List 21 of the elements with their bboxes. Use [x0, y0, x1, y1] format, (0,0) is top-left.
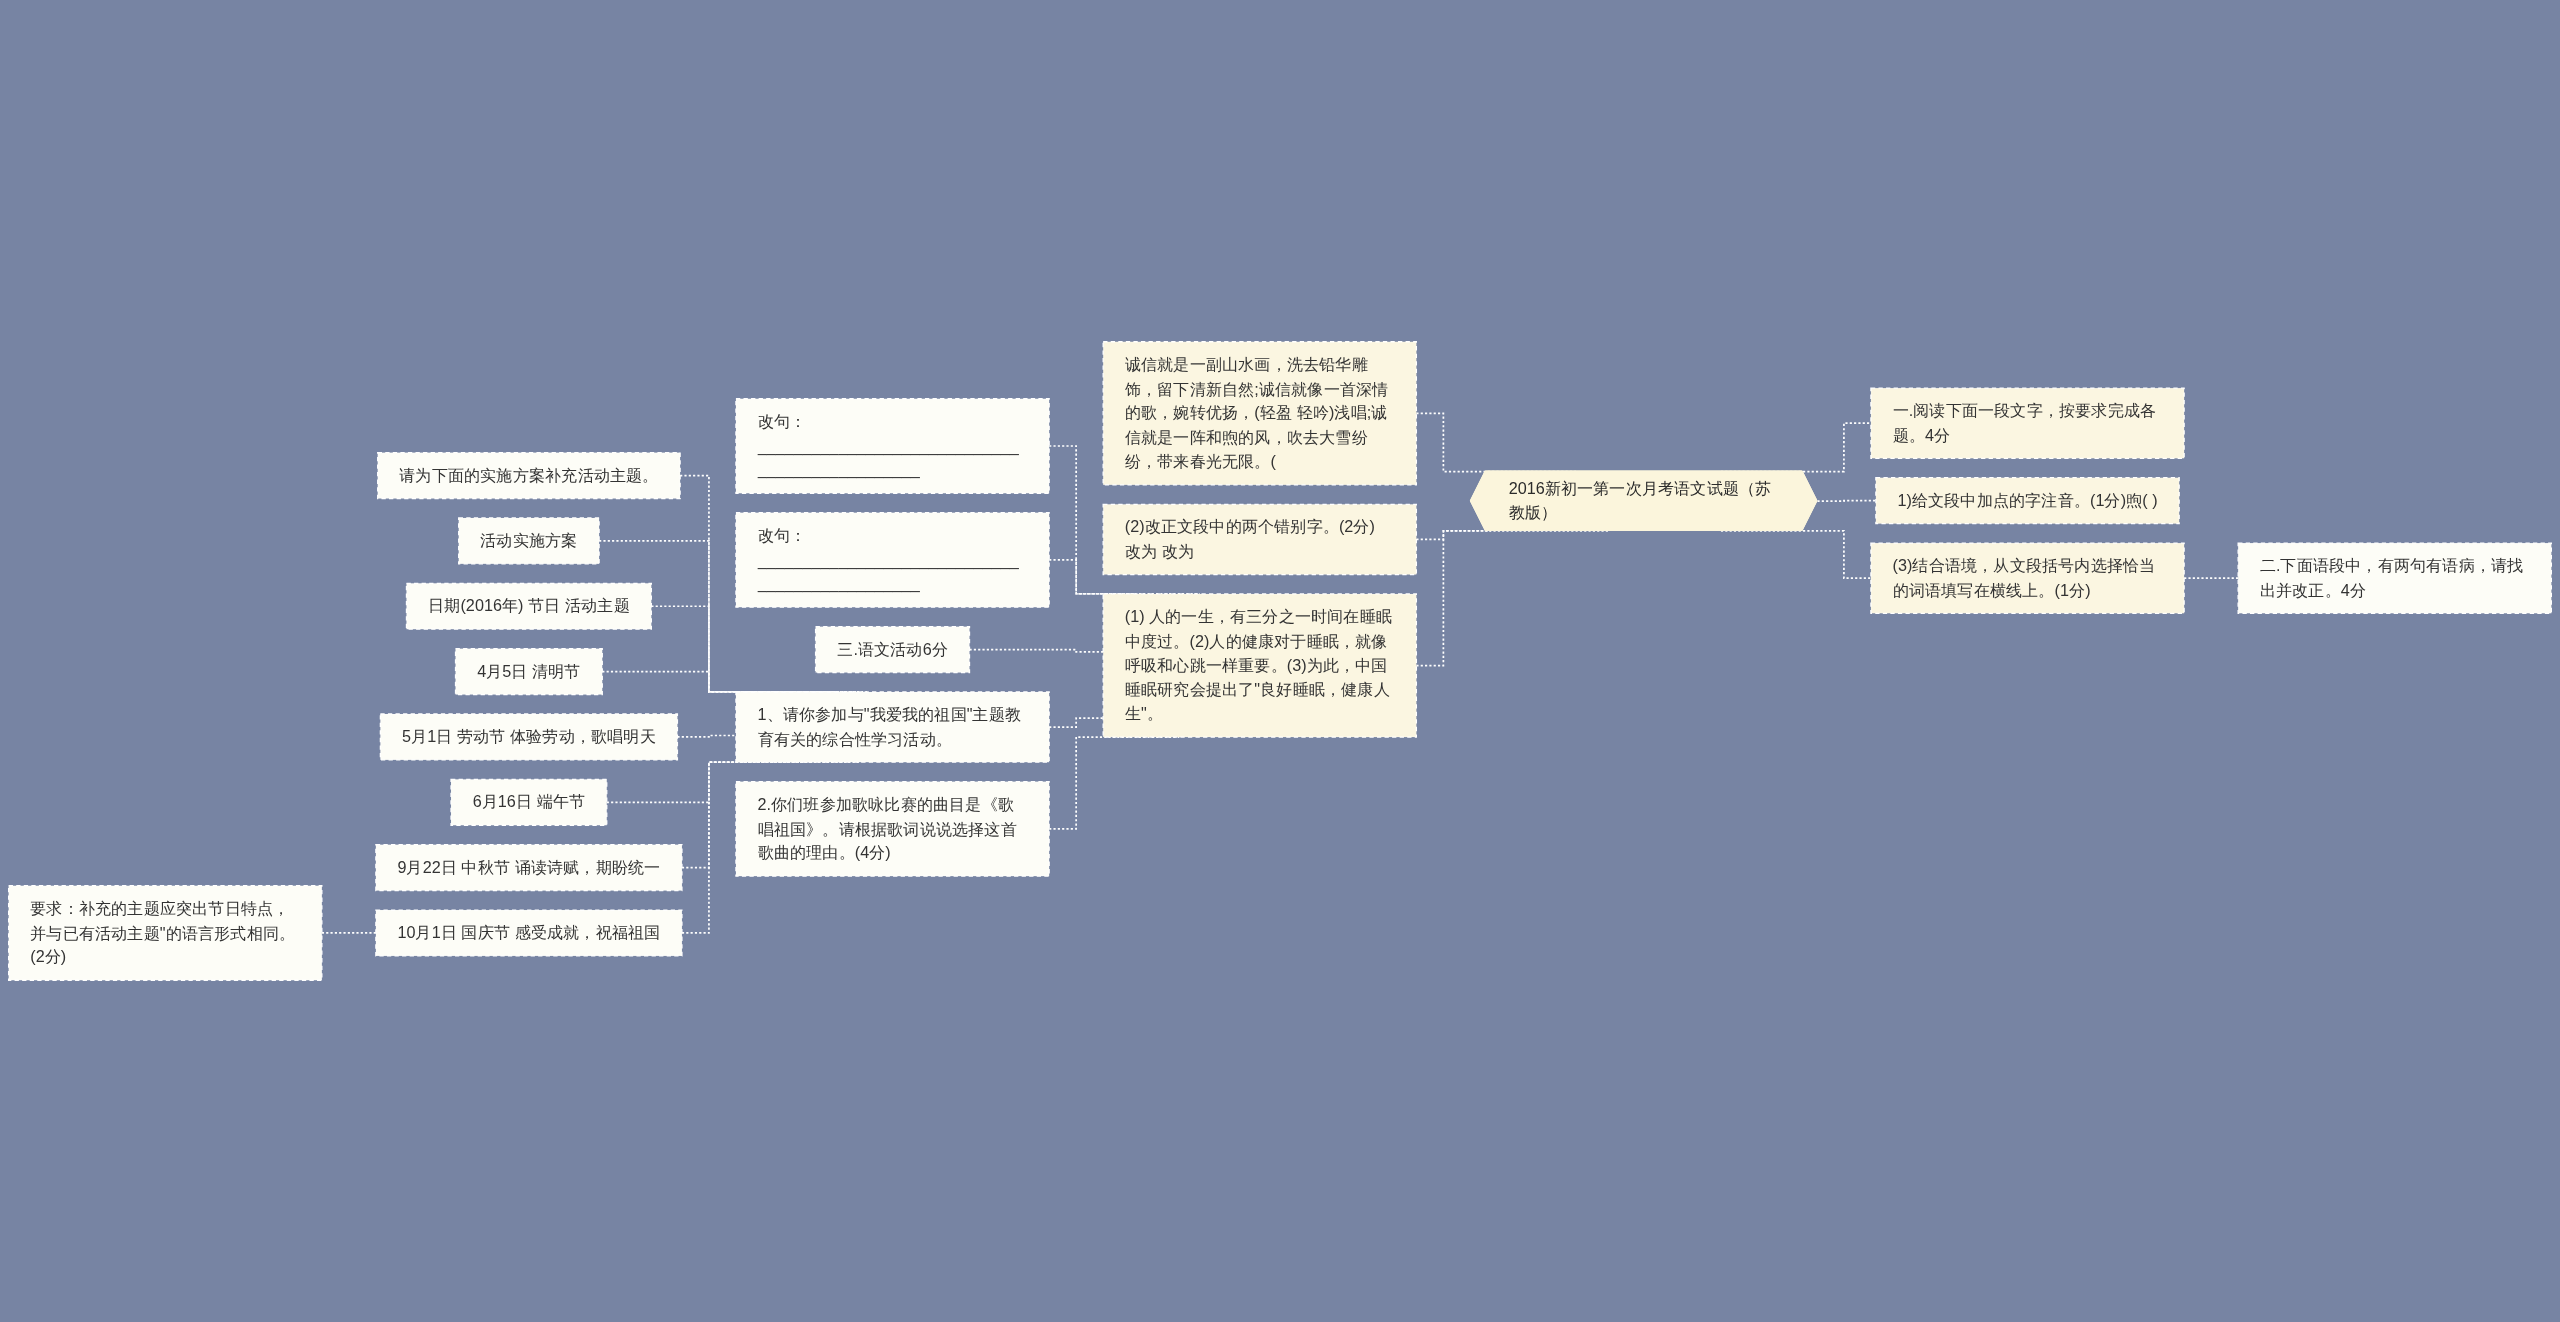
node-box: 日期(2016年) 节日 活动主题 [405, 582, 652, 630]
node-box: (1) 人的一生，有三分之一时间在睡眠中度过。(2)人的健康对于睡眠，就像呼吸和心跳一样重要。(3)为此，中国睡眠研究会提出了"良好睡眠，健康人生"。 [1102, 593, 1418, 738]
node-box: 4月5日 清明节 [454, 648, 603, 696]
node-box: (3)结合语境，从文段括号内选择恰当的词语填写在横线上。(1分) [1870, 542, 2185, 614]
node-box: 1、请你参加与"我爱我的祖国"主题教育有关的综合性学习活动。 [735, 691, 1050, 763]
node-box: 1)给文段中加点的字注音。(1分)煦( ) [1875, 477, 2180, 525]
node-box: 9月22日 中秋节 诵读诗赋，期盼统一 [375, 844, 683, 892]
node-box: 三.语文活动6分 [814, 626, 971, 674]
node-box: 二.下面语段中，有两句有语病，请找出并改正。4分 [2237, 542, 2552, 614]
node-box: 请为下面的实施方案补充活动主题。 [377, 451, 681, 500]
node-box: 2.你们班参加歌咏比赛的曲目是《歌唱祖国》。请根据歌词说说选择这首歌曲的理由。(4分) [735, 781, 1050, 877]
node-box: (2)改正文段中的两个错别字。(2分) 改为 改为 [1102, 503, 1418, 576]
node-box: 要求：补充的主题应突出节日特点，并与已有活动主题"的语言形式相同。(2分) [8, 885, 323, 981]
node-box: 一.阅读下面一段文字，按要求完成各题。4分 [1870, 387, 2185, 459]
node-box: 诚信就是一副山水画，洗去铅华雕饰，留下清新自然;诚信就像一首深情的歌，婉转优扬，(轻盈 轻吟)浅唱;诚信就是一阵和煦的风，吹去大雪纷纷，带来春光无限。( [1102, 341, 1418, 486]
node-box: 改句：_______________________________________________ [735, 398, 1050, 494]
node-box: 5月1日 劳动节 体验劳动，歌唱明天 [379, 713, 679, 761]
node-box: 6月16日 端午节 [450, 778, 608, 826]
node-box: 活动实施方案 [458, 517, 600, 565]
node-box: 改句：_______________________________________________ [735, 512, 1050, 608]
node-box: 10月1日 国庆节 感受成就，祝福祖国 [375, 909, 683, 957]
